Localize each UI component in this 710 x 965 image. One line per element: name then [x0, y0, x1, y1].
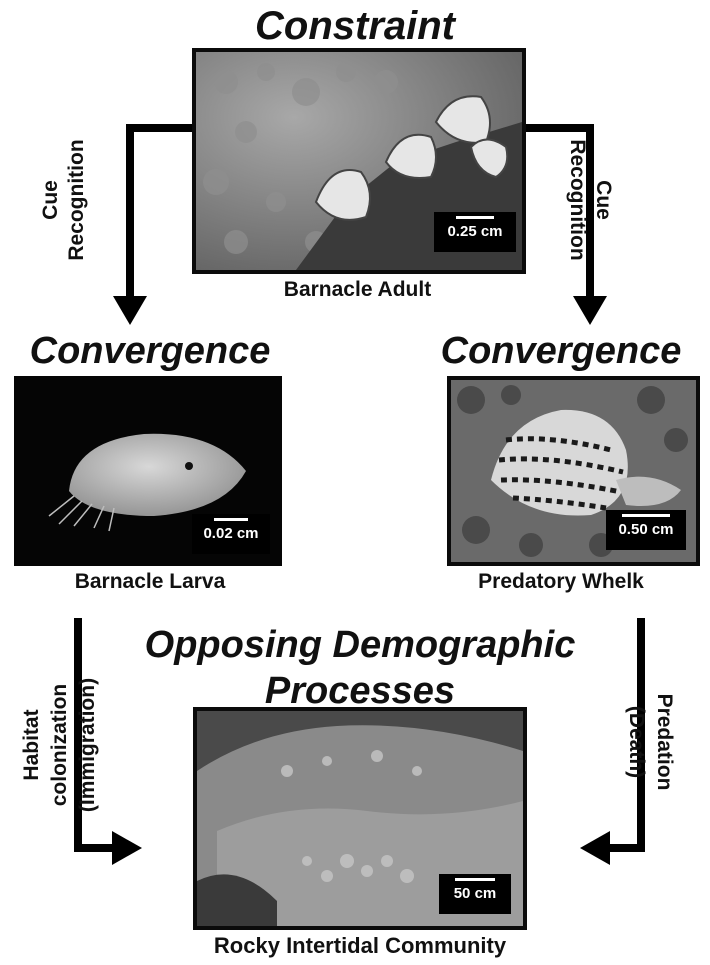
habitat-colonization-label: Habitat colonization (Immigration)	[18, 645, 102, 845]
label-line: (Death)	[625, 705, 648, 779]
arrow-predation	[580, 618, 645, 865]
barnacle-adult-caption: Barnacle Adult	[283, 278, 432, 301]
scale-bar-line	[214, 518, 248, 521]
label-line: Recognition	[65, 139, 88, 261]
arrow-habitat-colonization	[74, 618, 142, 865]
scale-bar-label: 0.25 cm	[447, 223, 503, 240]
label-line: Habitat	[20, 709, 43, 781]
opposing-processes-heading: Opposing Demographic Processes	[100, 622, 620, 714]
scale-bar-label: 0.02 cm	[203, 525, 259, 542]
predatory-whelk-caption: Predatory Whelk	[478, 570, 644, 593]
scale-bar-whelk: 0.50 cm	[606, 510, 686, 550]
barnacle-adult-photo: 0.25 cm	[192, 48, 526, 274]
cue-recognition-label-right: Cue Recognition	[564, 115, 616, 285]
scale-bar-line	[455, 878, 495, 881]
scale-bar-line	[622, 514, 670, 517]
label-line: Cue	[39, 180, 62, 220]
label-line: (Immigration)	[76, 677, 99, 813]
scale-bar-rocky: 50 cm	[439, 874, 511, 914]
convergence-heading-right: Convergence	[440, 330, 682, 372]
rocky-intertidal-caption: Rocky Intertidal Community	[213, 933, 507, 958]
opposing-heading-line2: Processes	[264, 670, 456, 712]
scale-bar-adult: 0.25 cm	[434, 212, 516, 252]
barnacle-larva-photo: 0.02 cm	[14, 376, 282, 566]
label-line: Cue	[592, 180, 615, 220]
rocky-intertidal-photo: 50 cm	[193, 707, 527, 930]
predation-label: Predation (Death)	[622, 662, 678, 822]
label-line: Recognition	[566, 139, 589, 261]
predatory-whelk-photo: 0.50 cm	[447, 376, 700, 566]
scale-bar-larva: 0.02 cm	[192, 514, 270, 554]
arrow-cue-recognition-right	[526, 124, 607, 325]
scale-bar-label: 0.50 cm	[618, 521, 674, 538]
cue-recognition-label-left: Cue Recognition	[38, 115, 90, 285]
arrow-cue-recognition-left	[113, 124, 192, 325]
scale-bar-label: 50 cm	[453, 885, 497, 902]
convergence-heading-left: Convergence	[29, 330, 271, 372]
barnacle-larva-caption: Barnacle Larva	[74, 570, 226, 593]
opposing-heading-line1: Opposing Demographic	[144, 624, 576, 666]
scale-bar-line	[456, 216, 494, 219]
constraint-heading: Constraint	[255, 4, 455, 48]
label-line: Predation	[653, 693, 676, 791]
label-line: colonization	[48, 683, 71, 807]
